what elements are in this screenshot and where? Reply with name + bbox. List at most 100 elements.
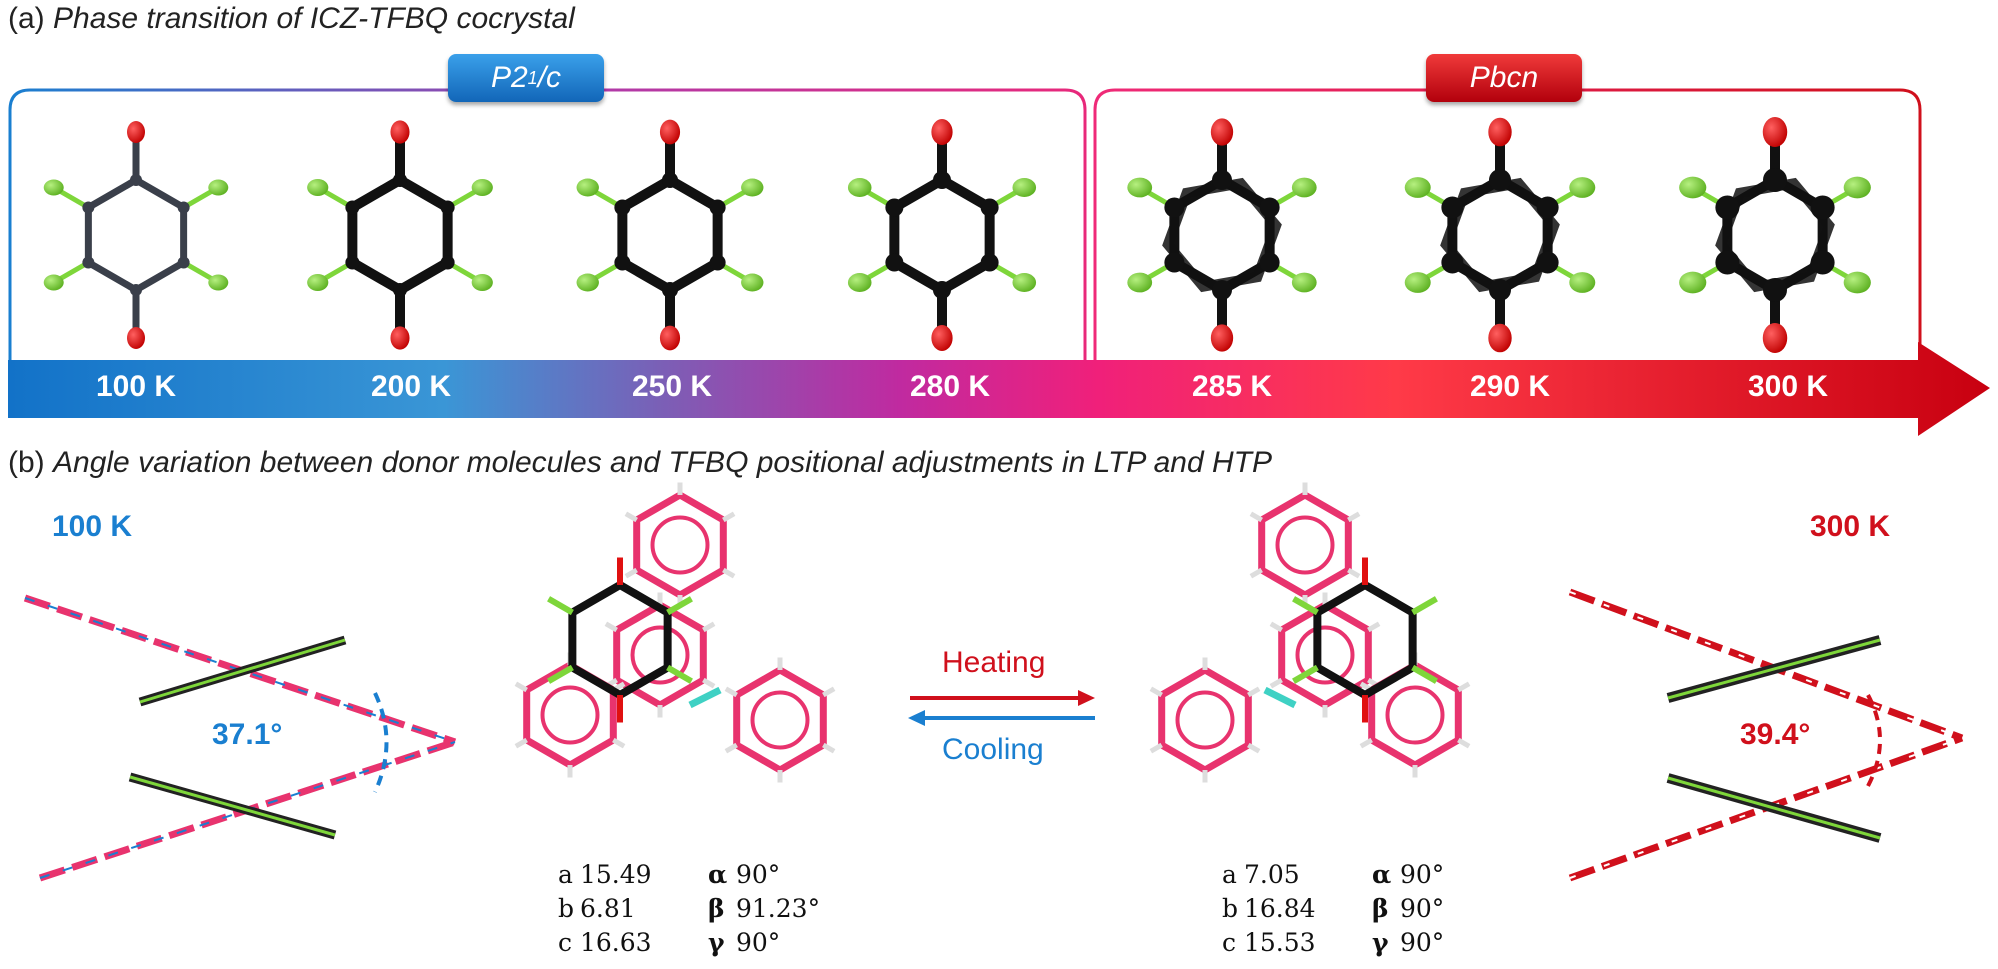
- hydrogen-bond: [1149, 686, 1163, 698]
- oxygen-atom: [390, 120, 410, 144]
- fluorine-atom: [208, 179, 229, 196]
- fluorine-atom: [847, 178, 872, 197]
- oxygen-atom: [127, 121, 145, 143]
- htp-stacking-view: [1568, 588, 1964, 882]
- htp-b-value: 16.84: [1244, 894, 1316, 923]
- ltp-space-group-suffix: /c: [537, 61, 562, 94]
- tfbq-ring: [84, 175, 188, 295]
- heating-arrow: [910, 690, 1095, 706]
- ltp-b-value: 6.81: [580, 894, 636, 923]
- panel-b-title: Angle variation between donor molecules …: [53, 446, 1272, 479]
- fluorine-atom: [1679, 176, 1707, 199]
- htp-space-group-badge: Pbcn: [1426, 54, 1582, 102]
- hydrogen-bond: [702, 621, 716, 633]
- aromatic-circle: [1275, 515, 1335, 575]
- carbon-atom: [1810, 195, 1835, 220]
- oxygen-atom: [390, 326, 410, 350]
- fluorine-atom: [741, 273, 764, 292]
- carbon-atom: [393, 173, 407, 187]
- temp-label-300: 300 K: [1747, 370, 1829, 403]
- tfbq-ring: [617, 174, 723, 296]
- carbon-atom: [345, 200, 360, 215]
- carbon-atom: [933, 281, 951, 299]
- htp-c-value: 15.53: [1244, 928, 1316, 957]
- hydrogen-bond: [1269, 621, 1283, 633]
- htp-a-value: 7.05: [1244, 860, 1300, 889]
- carbon-atom: [1536, 251, 1559, 274]
- hydrogen-bond: [1269, 677, 1283, 689]
- ltp-c-value: 16.63: [580, 928, 652, 957]
- carbon-atom: [1763, 168, 1787, 192]
- carbon-atom: [980, 198, 999, 217]
- hydrogen-bond: [604, 621, 618, 633]
- tfbq-molecule-row: [43, 117, 1871, 353]
- panel-b-caption: (b) Angle variation between donor molecu…: [8, 446, 1272, 480]
- temperature-arrow-bar: [8, 342, 1990, 436]
- hydrogen-bond: [1249, 511, 1263, 523]
- htp-gamma-value: 90°: [1400, 928, 1445, 957]
- carbon-atom: [177, 201, 190, 214]
- fluorine-atom: [1843, 271, 1871, 294]
- fluorine-atom: [1127, 177, 1153, 198]
- oxygen-atom: [931, 325, 953, 351]
- carbon-atom: [393, 283, 407, 297]
- carbon-atom: [1489, 169, 1511, 191]
- aromatic-circle: [750, 690, 810, 750]
- htp-space-group-label: Pbcn: [1469, 61, 1539, 94]
- oxygen-atom: [127, 327, 145, 349]
- carbon-atom: [614, 199, 631, 216]
- fluorine-atom: [1843, 176, 1871, 199]
- icz-ring: [633, 490, 727, 600]
- htp-angle-value: 39.4°: [1740, 718, 1811, 751]
- carbon-atom: [345, 255, 360, 270]
- cooling-label: Cooling: [942, 733, 1044, 766]
- hydrogen-bond: [1457, 737, 1471, 749]
- carbon-atom: [1164, 197, 1185, 218]
- ltp-alpha-symbol: α: [708, 860, 728, 889]
- carbon-atom: [1715, 250, 1740, 275]
- oxygen-atom: [1488, 117, 1512, 147]
- aromatic-circle: [1295, 625, 1355, 685]
- panel-a-tag: (a): [8, 2, 45, 35]
- fluorine-atom: [1569, 272, 1596, 293]
- tfbq-molecule-2: [576, 119, 764, 351]
- carbon-atom: [82, 201, 95, 214]
- htp-a-key: a: [1222, 860, 1237, 889]
- ltp-alpha-value: 90°: [736, 860, 781, 889]
- temp-label-200: 200 K: [370, 370, 452, 403]
- temp-label-250: 250 K: [631, 370, 713, 403]
- ltp-phase-box: [8, 88, 1087, 360]
- cf-bond: [547, 664, 574, 684]
- ltp-temperature-label: 100 K: [52, 510, 133, 543]
- tfbq-molecule-0: [43, 121, 229, 349]
- ltp-gamma-value: 90°: [736, 928, 781, 957]
- htp-gamma-symbol: γ: [1372, 928, 1389, 957]
- hydrogen-bond: [1347, 511, 1361, 523]
- fluorine-atom: [576, 273, 599, 292]
- oxygen-atom: [1762, 117, 1788, 147]
- fluorine-atom: [1291, 177, 1317, 198]
- tfbq-ring: [1162, 177, 1282, 293]
- fluorine-atom: [1569, 177, 1596, 198]
- hydrogen-bond: [1457, 681, 1471, 693]
- cf-bond: [547, 596, 574, 616]
- fluorine-atom: [1012, 273, 1037, 292]
- carbon-atom: [709, 254, 726, 271]
- aromatic-circle: [630, 625, 690, 685]
- panel-a-caption: (a) Phase transition of ICZ-TFBQ cocryst…: [8, 2, 575, 36]
- hydrogen-bond: [1247, 742, 1261, 754]
- cf-bond: [1411, 596, 1438, 616]
- temp-label-285: 285 K: [1191, 370, 1273, 403]
- fluorine-atom: [576, 178, 599, 197]
- icz-ring: [1258, 490, 1352, 600]
- carbon-atom: [1536, 196, 1559, 219]
- ltp-complex-view: [514, 482, 836, 783]
- hydrogen-bond: [624, 567, 638, 579]
- oxygen-atom: [1210, 324, 1234, 352]
- hydrogen-bond: [722, 567, 736, 579]
- carbon-atom: [709, 199, 726, 216]
- fluorine-atom: [1404, 177, 1431, 198]
- carbon-atom: [933, 171, 951, 189]
- tfbq-ring: [1715, 177, 1835, 293]
